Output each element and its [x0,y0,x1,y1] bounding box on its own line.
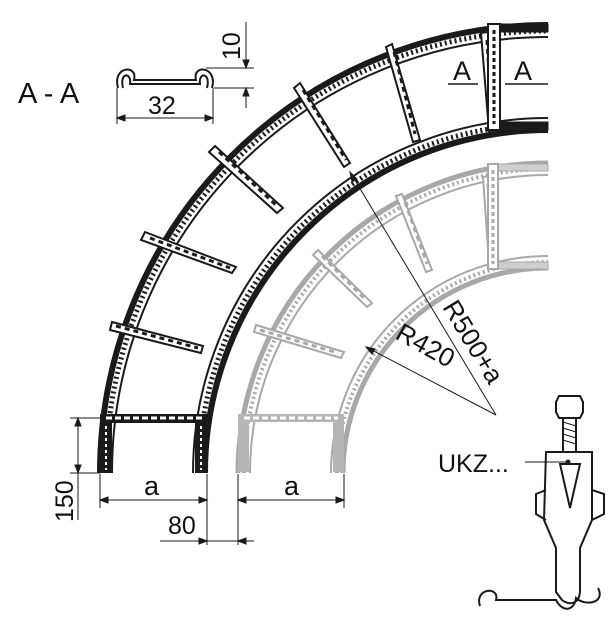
bolt-head [555,395,584,419]
section-profile [116,68,214,89]
radius-lines [349,170,497,416]
dim-a-right-label: a [284,471,300,501]
dim-150-lines [70,416,100,520]
ukz-clamp [478,395,605,610]
clamp-right-wing [591,489,605,521]
outer-bend-inner-perforation [196,121,549,474]
outer-bend [97,22,549,474]
ukz-label: UKZ... [438,450,509,478]
inner-bend-outer-rail [235,160,549,474]
ukz-leader-dot [565,459,571,465]
outer-bend-outer-rail-inner-line [111,36,549,474]
dim-a-lines [98,474,346,545]
section-label: A - A [18,78,80,110]
inner-bend [235,160,549,474]
outer-bend-straight-end [487,23,549,131]
dim-10-label: 10 [218,32,246,60]
clamp-body [542,451,593,605]
outer-bend-rung-slots [115,39,494,350]
rung [108,320,205,355]
dim-a-left-label: a [144,471,160,501]
outer-bend-inner-rail-line [192,117,549,474]
inner-bend-straight-end [487,163,549,270]
outer-bend-inner-rail [202,127,549,474]
bolt-thread [562,421,577,445]
clamp-left-wing [535,489,547,521]
inner-bend-inner-perforation [335,260,549,474]
dim-150-label: 150 [51,480,79,522]
inner-bend-outer-perforation [242,167,549,474]
section-a-right-label: A [514,56,532,86]
dim-10-lines [206,22,254,108]
dim-80-lines [160,537,254,545]
clamp-triangle [558,463,582,509]
outer-bend-foot [100,414,208,473]
section-a-left-label: A [453,56,471,86]
dim-32-label: 32 [148,92,176,120]
clamp-rail-profile [478,587,601,610]
inner-bend-inner-rail [340,265,549,474]
dim-32-lines [115,88,215,124]
dim-80-label: 80 [168,512,196,540]
inner-bend-outer-rail-line [249,174,549,474]
inner-bend-foot [238,414,344,472]
outer-bend-outer-rail [97,22,549,474]
